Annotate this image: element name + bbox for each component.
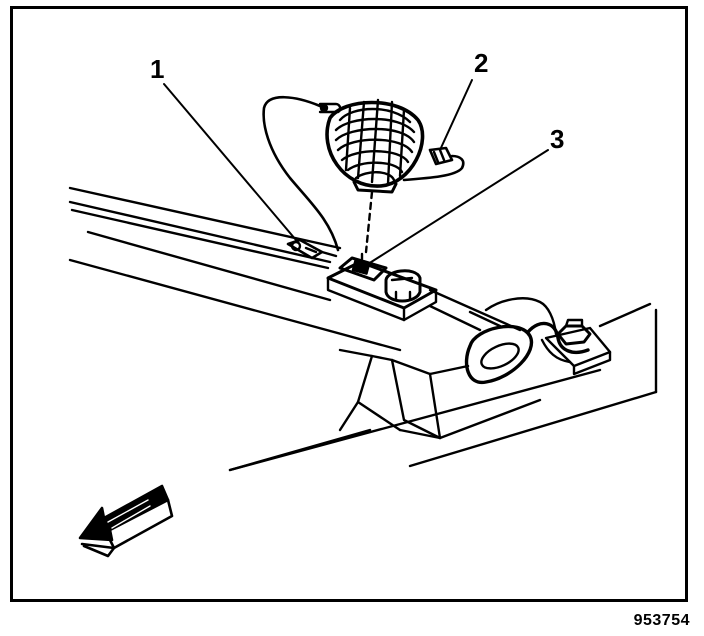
connector-1 [286,238,338,260]
callout-2: 2 [474,48,488,78]
frame-rail [68,186,522,352]
floor-pan [228,302,658,472]
rear-bracket [544,318,612,376]
leader-lines [163,79,549,265]
callout-3: 3 [550,124,564,154]
leveling-sensor [325,98,425,254]
sensor-bracket [326,252,438,322]
direction-arrow-icon [78,484,174,558]
callout-1: 1 [150,54,164,84]
leveling-link [464,297,590,385]
figure-number: 953754 [633,612,690,629]
